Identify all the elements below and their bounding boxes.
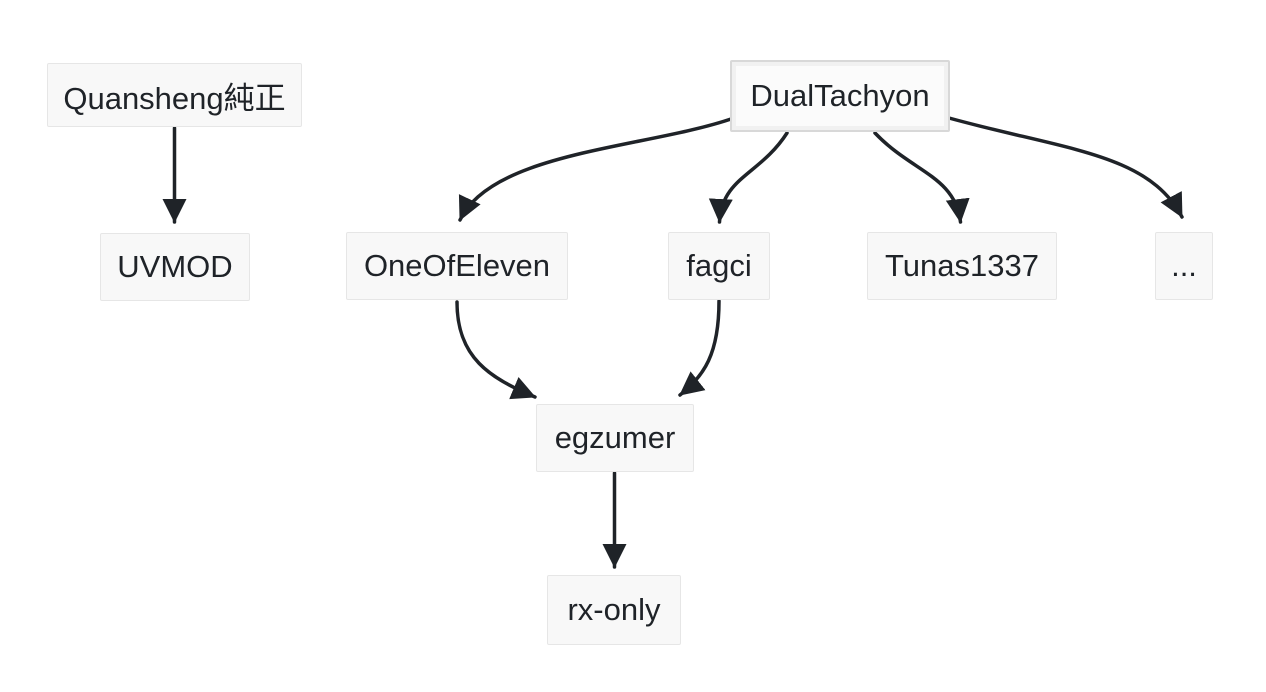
edge-dualtachyon-oneofeleven xyxy=(458,117,733,222)
node-quansheng-label: Quansheng純正 xyxy=(63,80,286,116)
node-oneofeleven: OneOfEleven xyxy=(346,232,568,300)
node-egzumer: egzumer xyxy=(536,404,694,472)
node-quansheng: Quansheng純正 xyxy=(47,63,302,127)
edge-dualtachyon-tunas1337 xyxy=(873,131,970,224)
node-dualtachyon-label: DualTachyon xyxy=(750,78,930,113)
node-rxonly-label: rx-only xyxy=(567,592,661,627)
node-oneofeleven-label: OneOfEleven xyxy=(363,248,551,283)
edge-fagci-egzumer xyxy=(678,299,721,397)
node-ellipsis: ... xyxy=(1155,232,1213,300)
node-uvmod-label: UVMOD xyxy=(117,249,233,284)
node-tunas1337-label: Tunas1337 xyxy=(885,248,1039,283)
edge-oneofeleven-egzumer xyxy=(455,300,537,400)
node-tunas1337: Tunas1337 xyxy=(867,232,1057,300)
node-rxonly: rx-only xyxy=(547,575,681,645)
node-fagci: fagci xyxy=(668,232,770,300)
node-uvmod: UVMOD xyxy=(100,233,250,301)
node-dualtachyon: DualTachyon xyxy=(730,60,950,132)
node-egzumer-label: egzumer xyxy=(554,420,676,455)
node-fagci-label: fagci xyxy=(686,248,752,283)
edge-dualtachyon-fagci xyxy=(708,131,789,224)
node-ellipsis-label: ... xyxy=(1171,248,1197,283)
edge-dualtachyon-ellipsis xyxy=(947,116,1184,219)
